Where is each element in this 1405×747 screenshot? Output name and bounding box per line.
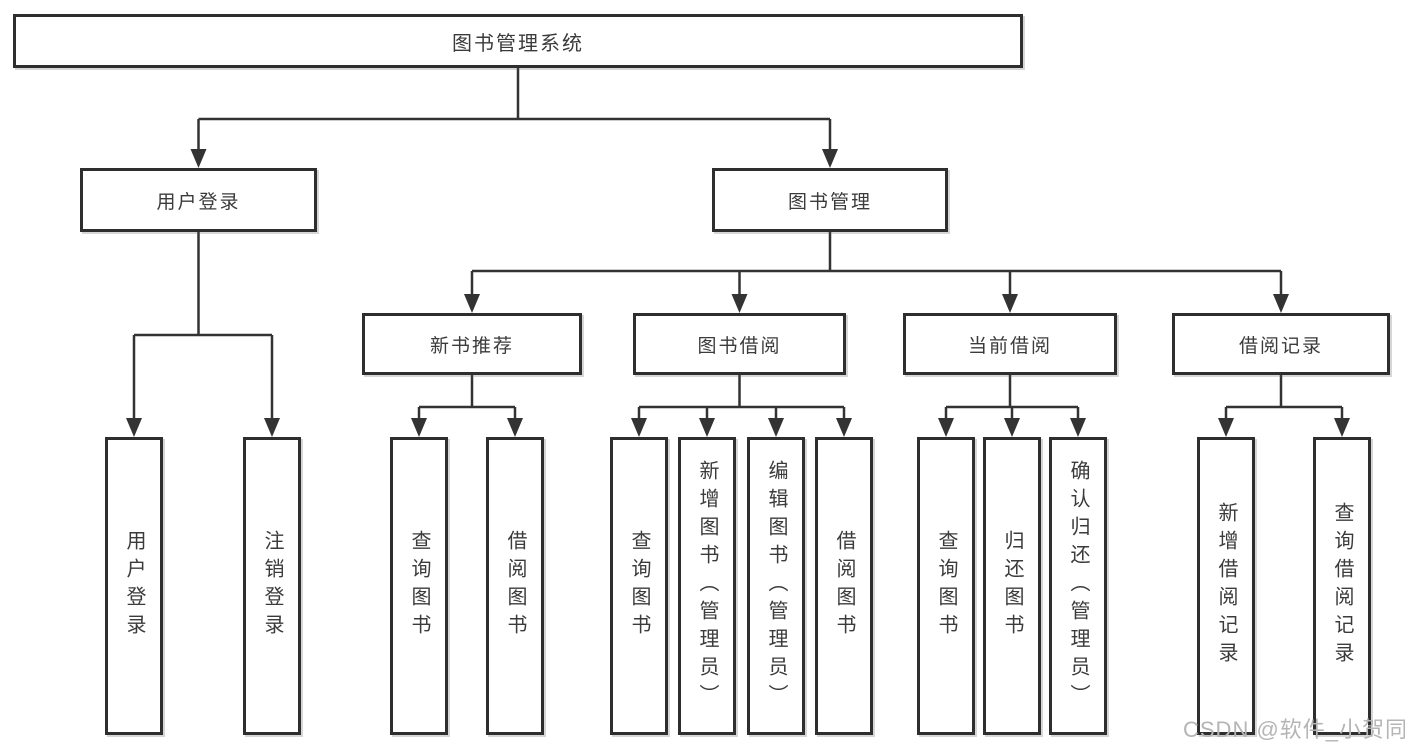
leaf-current-query-books: 查询图书 — [917, 437, 975, 735]
leaf-current-return-books: 归还图书 — [983, 437, 1041, 735]
node-library-system: 图书管理系统 — [13, 14, 1023, 68]
leaf-records-query-record: 查询借阅记录 — [1313, 437, 1371, 735]
leaf-user-login: 用户登录 — [105, 437, 163, 735]
leaf-logout: 注销登录 — [243, 437, 301, 735]
node-book-management: 图书管理 — [712, 168, 948, 232]
leaf-borrow-edit-books-admin: 编辑图书（管理员） — [747, 437, 805, 735]
node-current-borrow: 当前借阅 — [903, 313, 1117, 375]
node-book-borrow: 图书借阅 — [633, 313, 846, 375]
leaf-current-confirm-return-admin: 确认归还（管理员） — [1049, 437, 1107, 735]
leaf-borrow-add-books-admin: 新增图书（管理员） — [678, 437, 736, 735]
leaf-newbook-borrow-books: 借阅图书 — [486, 437, 544, 735]
leaf-borrow-query-books: 查询图书 — [610, 437, 668, 735]
node-new-book-recommend: 新书推荐 — [362, 313, 582, 375]
node-user-login: 用户登录 — [80, 168, 317, 232]
node-borrow-records: 借阅记录 — [1172, 313, 1390, 375]
leaf-records-add-record: 新增借阅记录 — [1197, 437, 1255, 735]
leaf-newbook-query-books: 查询图书 — [390, 437, 448, 735]
leaf-borrow-borrow-books: 借阅图书 — [815, 437, 873, 735]
